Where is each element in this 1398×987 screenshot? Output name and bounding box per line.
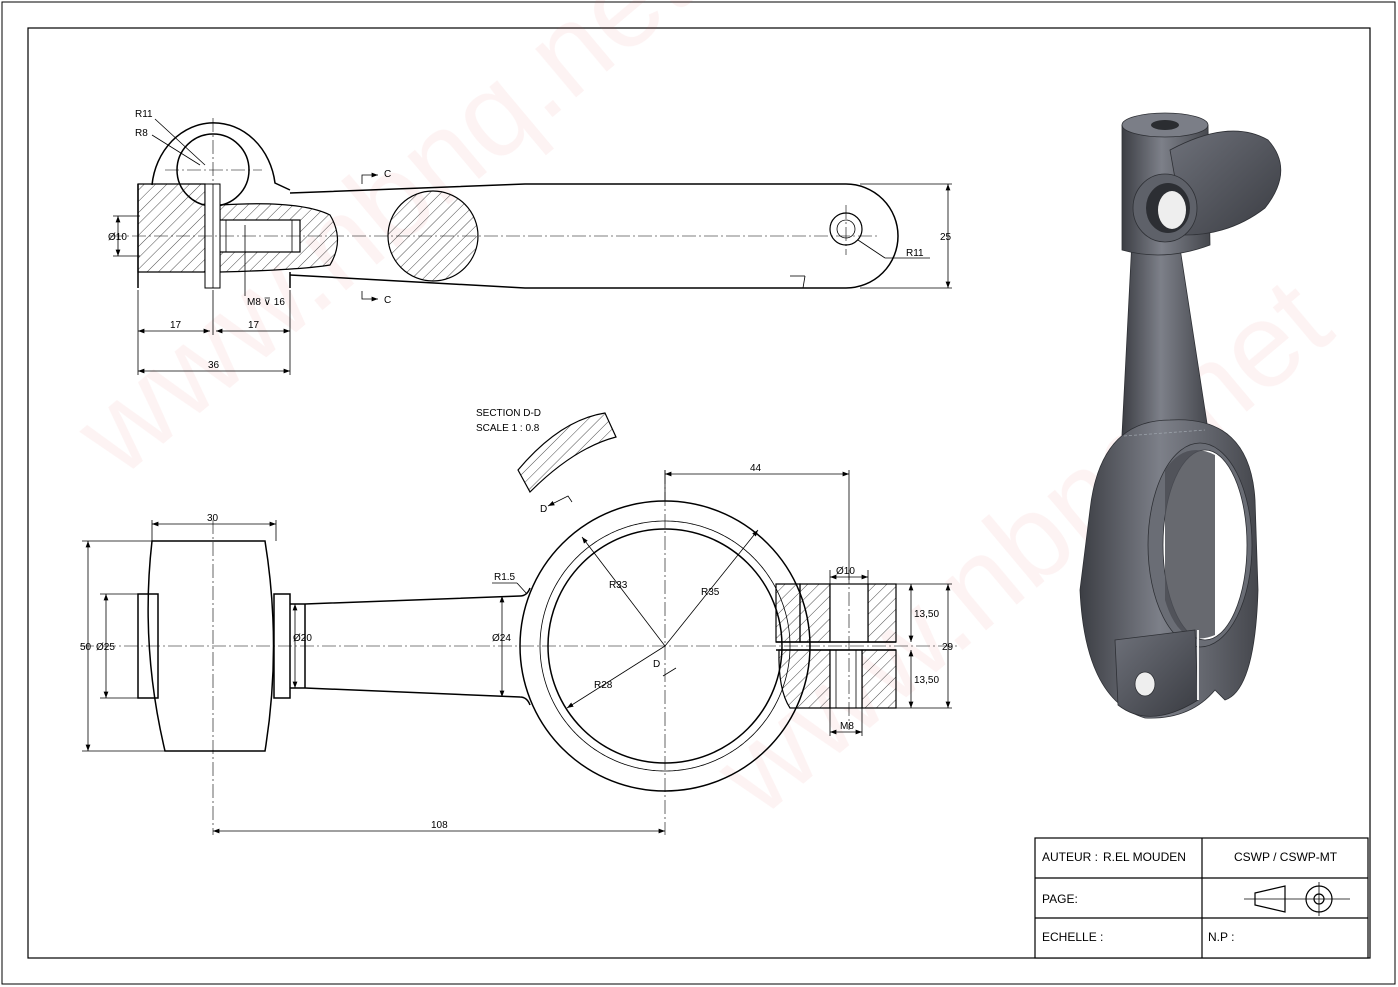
svg-text:R35: R35 <box>701 587 720 598</box>
top-view: C C R11 R8 Ø10 M8 ⊽ 16 17 17 36 25 R11 <box>108 109 952 375</box>
svg-text:R1.5: R1.5 <box>494 572 516 583</box>
svg-text:D: D <box>540 504 547 515</box>
svg-text:Ø25: Ø25 <box>96 642 115 653</box>
svg-text:29: 29 <box>942 642 954 653</box>
svg-text:R33: R33 <box>609 580 628 591</box>
svg-text:SECTION D-D: SECTION D-D <box>476 408 541 419</box>
svg-text:R28: R28 <box>594 680 613 691</box>
svg-text:50: 50 <box>80 642 92 653</box>
svg-text:C: C <box>384 169 391 180</box>
svg-text:13,50: 13,50 <box>914 609 939 620</box>
svg-text:36: 36 <box>208 360 220 371</box>
svg-text:D: D <box>653 659 660 670</box>
np-label: N.P : <box>1208 930 1234 944</box>
svg-text:44: 44 <box>750 463 762 474</box>
author-name: R.EL MOUDEN <box>1103 850 1186 864</box>
section-d-d: SECTION D-D SCALE 1 : 0.8 D <box>476 408 617 515</box>
title-block: AUTEUR : R.EL MOUDEN CSWP / CSWP-MT PAGE… <box>1034 837 1369 959</box>
svg-text:Ø10: Ø10 <box>836 566 855 577</box>
svg-text:M8 ⊽ 16: M8 ⊽ 16 <box>247 297 285 308</box>
page-label: PAGE: <box>1042 892 1078 906</box>
svg-text:R11: R11 <box>906 248 924 259</box>
svg-text:25: 25 <box>940 232 952 243</box>
svg-text:Ø24: Ø24 <box>492 633 511 644</box>
svg-text:R11: R11 <box>135 109 153 120</box>
svg-text:R8: R8 <box>135 128 148 139</box>
svg-text:13,50: 13,50 <box>914 675 939 686</box>
svg-text:C: C <box>384 295 391 306</box>
author-label: AUTEUR : <box>1042 850 1098 864</box>
svg-text:30: 30 <box>207 513 219 524</box>
svg-text:108: 108 <box>431 820 448 831</box>
svg-text:Ø20: Ø20 <box>293 633 312 644</box>
scale-label: ECHELLE : <box>1042 930 1103 944</box>
projection-symbol-icon <box>1244 882 1350 916</box>
svg-text:M8: M8 <box>840 721 854 732</box>
svg-text:Ø10: Ø10 <box>108 232 127 243</box>
svg-text:17: 17 <box>248 320 260 331</box>
software-label: CSWP / CSWP-MT <box>1234 850 1338 864</box>
svg-text:17: 17 <box>170 320 182 331</box>
inner-border <box>27 27 1371 959</box>
svg-text:SCALE 1 : 0.8: SCALE 1 : 0.8 <box>476 423 540 434</box>
isometric-render <box>1079 112 1282 719</box>
front-view: R33 R35 R28 D R1.5 30 50 Ø25 Ø20 Ø24 <box>80 463 960 835</box>
